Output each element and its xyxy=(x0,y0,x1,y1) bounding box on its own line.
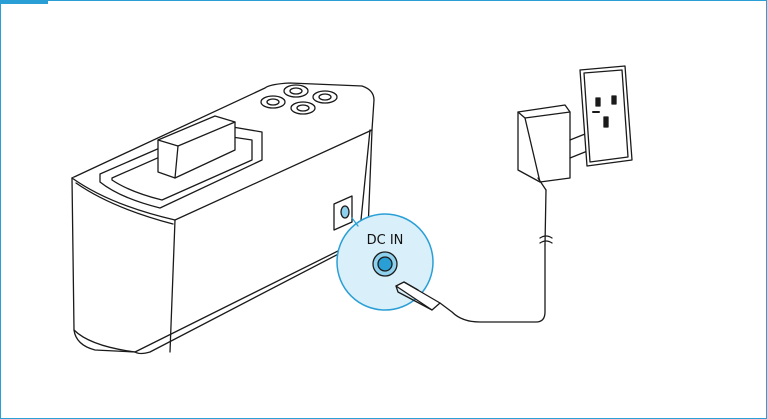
wall-socket xyxy=(579,65,633,167)
speaker-dock xyxy=(71,82,375,355)
dc-plug-cable xyxy=(395,189,553,323)
power-adapter xyxy=(517,104,591,191)
frame-corner-tab xyxy=(0,0,48,4)
dc-in-label: DC IN xyxy=(367,233,404,248)
